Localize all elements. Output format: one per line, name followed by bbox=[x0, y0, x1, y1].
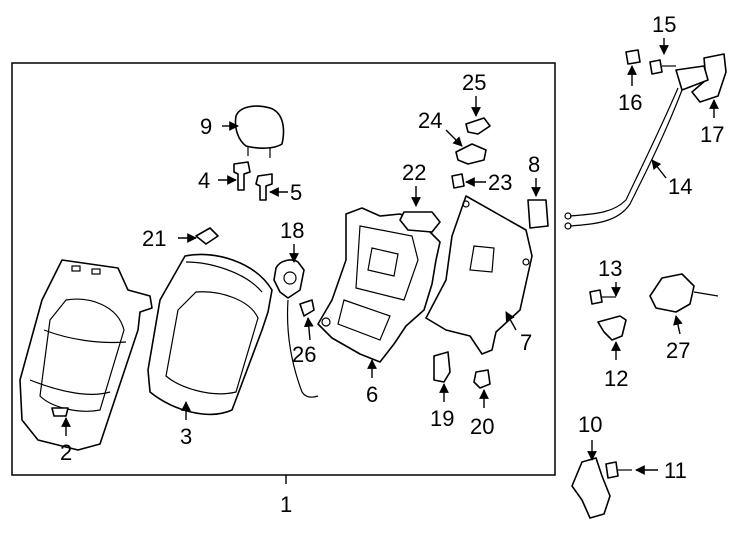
bolt-13-part bbox=[589, 289, 616, 305]
bolt-11-part bbox=[605, 461, 632, 479]
latch-27-part bbox=[649, 273, 719, 313]
callout-1: 1 bbox=[280, 492, 292, 517]
callout-3: 3 bbox=[180, 424, 192, 449]
callout-2: 2 bbox=[60, 440, 72, 465]
assembly-frame bbox=[11, 62, 556, 476]
callout-16: 16 bbox=[618, 90, 642, 115]
callout-6: 6 bbox=[366, 382, 378, 407]
callout-12: 12 bbox=[604, 366, 628, 391]
callout-24: 24 bbox=[418, 108, 442, 133]
callout-23: 23 bbox=[488, 170, 512, 195]
callout-26: 26 bbox=[292, 342, 316, 367]
release-cable-part bbox=[286, 299, 319, 398]
seatback-pad-part bbox=[147, 253, 273, 416]
bolt-15-part bbox=[649, 59, 676, 75]
callout-13: 13 bbox=[598, 256, 622, 281]
clip-24-part bbox=[455, 143, 487, 165]
callout-8: 8 bbox=[528, 152, 540, 177]
bracket-19-part bbox=[433, 351, 451, 383]
callout-27: 27 bbox=[666, 338, 690, 363]
clip-part bbox=[195, 227, 219, 245]
callout-4: 4 bbox=[198, 168, 210, 193]
bracket-12-part bbox=[597, 315, 627, 341]
cable-14-part bbox=[564, 65, 709, 230]
callout-21: 21 bbox=[142, 226, 166, 251]
cap-16-part bbox=[625, 49, 641, 65]
seatback-cover-part bbox=[19, 259, 153, 451]
hinge-10-part bbox=[571, 457, 611, 519]
seatback-frame-part bbox=[317, 207, 441, 363]
latch-part bbox=[273, 259, 305, 299]
headrest-part bbox=[234, 105, 285, 158]
callout-9: 9 bbox=[200, 114, 212, 139]
callout-20: 20 bbox=[470, 414, 494, 439]
callout-10: 10 bbox=[578, 412, 602, 437]
callout-5: 5 bbox=[290, 180, 302, 205]
bracket-20-part bbox=[473, 369, 491, 389]
callout-17: 17 bbox=[700, 122, 724, 147]
headrest-guide-part bbox=[233, 161, 273, 201]
callout-18: 18 bbox=[280, 218, 304, 243]
callout-15: 15 bbox=[652, 12, 676, 37]
callout-22: 22 bbox=[402, 160, 426, 185]
leader-lines bbox=[61, 38, 719, 475]
bracket-part bbox=[399, 211, 441, 233]
clip-25-part bbox=[465, 117, 491, 135]
callout-7: 7 bbox=[520, 330, 532, 355]
release-switch-part bbox=[527, 199, 549, 229]
callout-25: 25 bbox=[462, 70, 486, 95]
callout-14: 14 bbox=[668, 174, 692, 199]
callout-11: 11 bbox=[664, 458, 687, 483]
callout-labels: 1 2 3 4 5 6 7 8 9 10 11 12 13 14 15 16 1… bbox=[60, 12, 724, 517]
back-panel-part bbox=[425, 195, 533, 355]
callout-19: 19 bbox=[430, 406, 454, 431]
clip-23-part bbox=[451, 173, 465, 189]
